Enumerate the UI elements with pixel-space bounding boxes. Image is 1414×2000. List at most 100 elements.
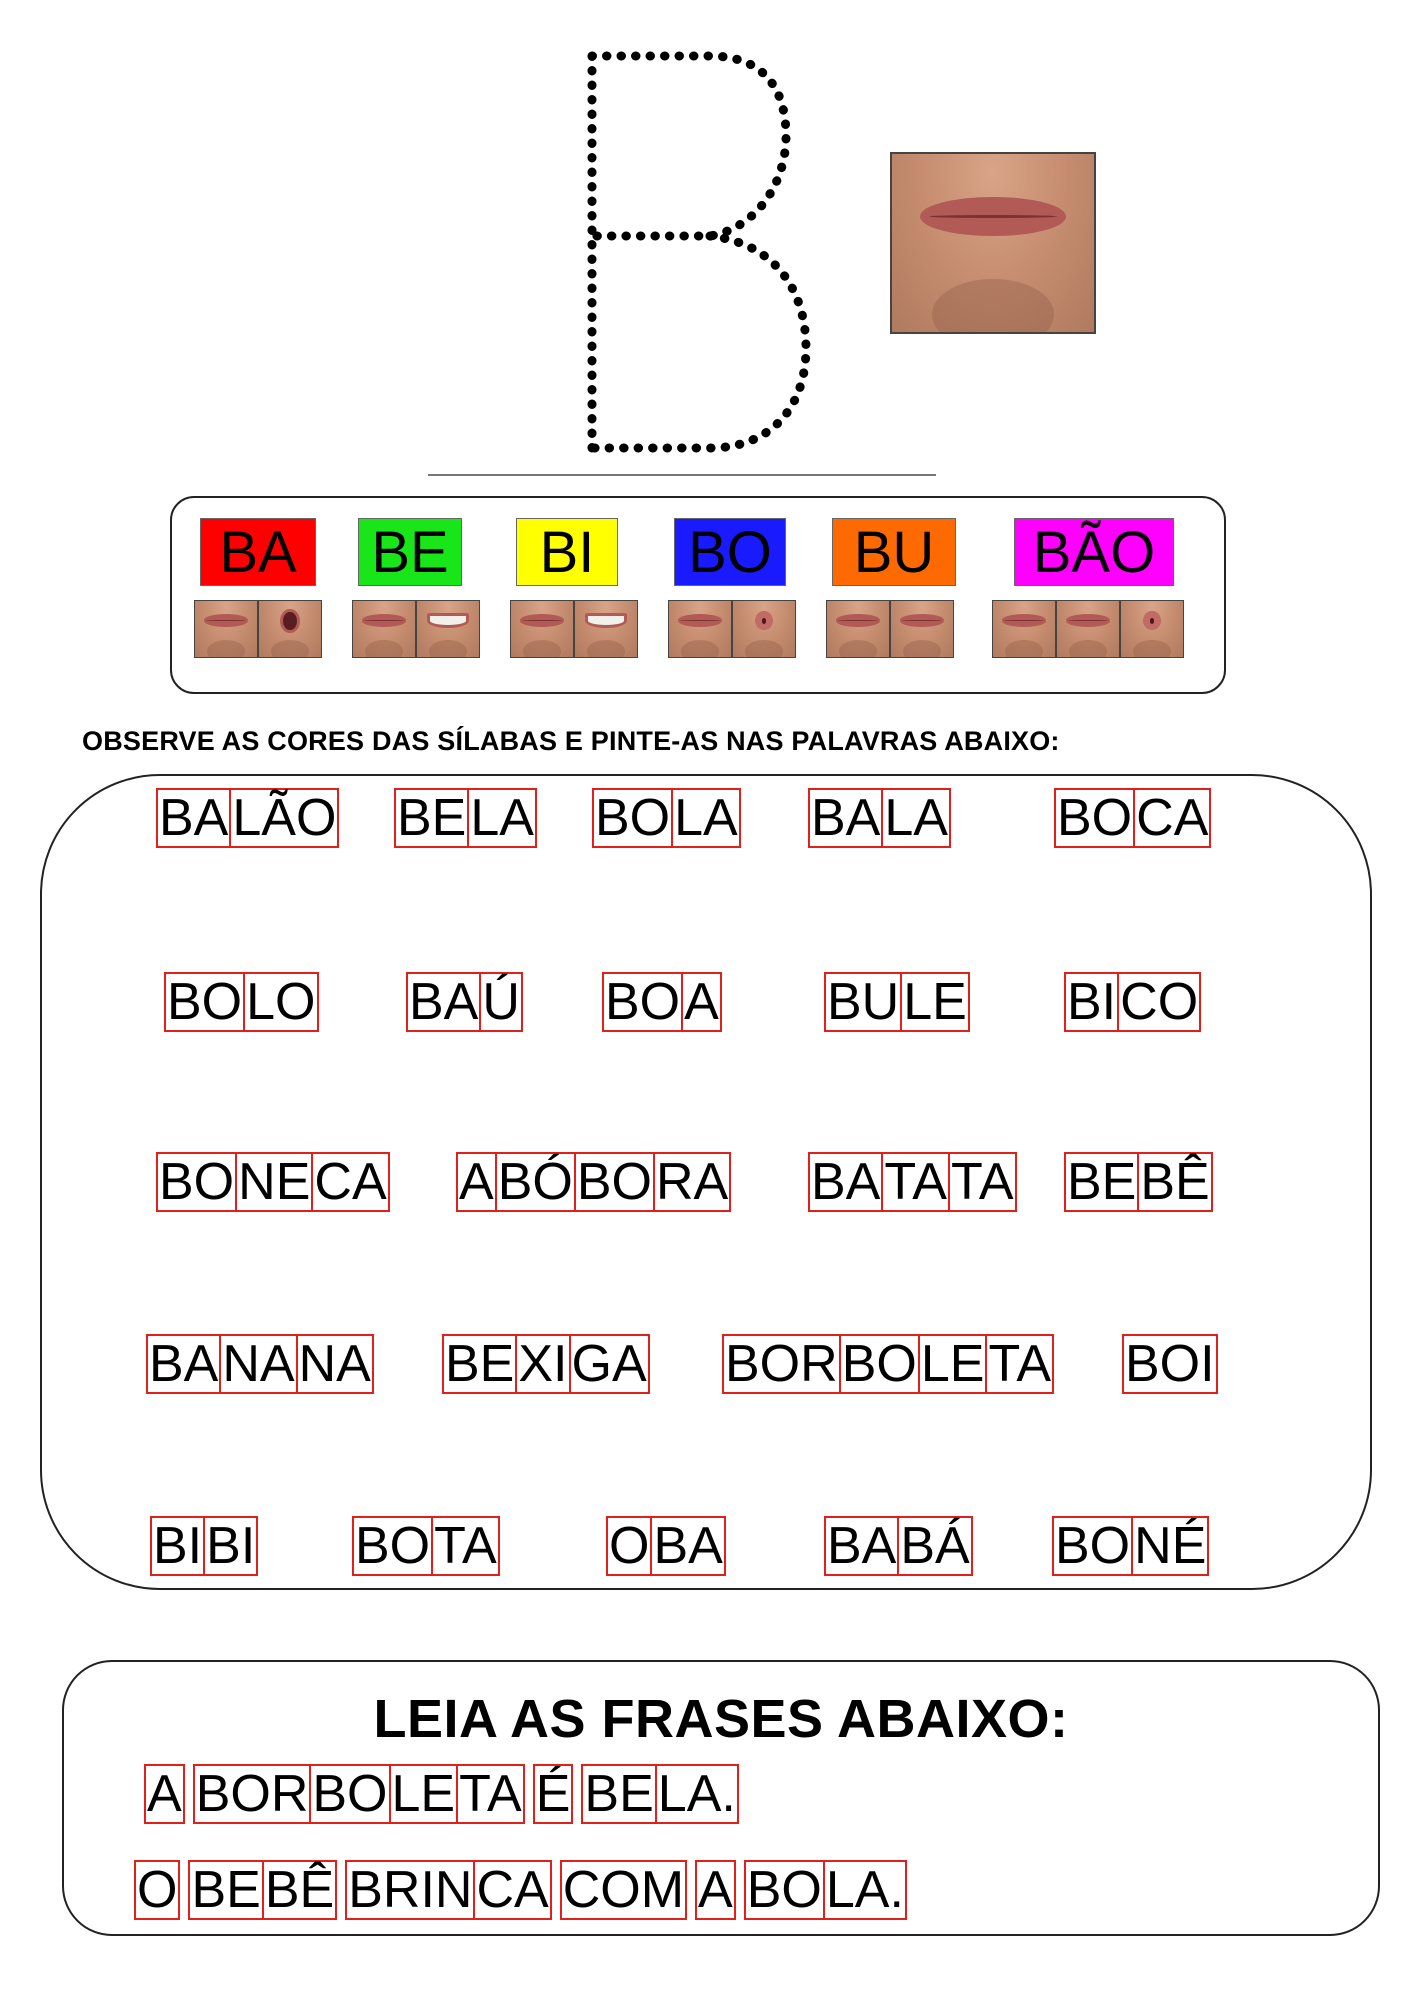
syllable-segment[interactable]: BÓ [494,1152,576,1212]
syllable-segment[interactable]: CA [473,1860,552,1920]
syllable-segment[interactable]: BÊ [1137,1152,1213,1212]
syllable-segment[interactable]: BO [602,972,684,1032]
syllable-segment[interactable]: BE [394,788,470,848]
syllable-segment[interactable]: BÁ [897,1516,973,1576]
syllable-segment[interactable]: BO [1052,1516,1134,1576]
syllable-segment[interactable]: BI [150,1516,206,1576]
syllable-segment[interactable]: LA. [822,1860,907,1920]
syllable-segment[interactable]: XI [515,1334,571,1394]
mouth-photo [668,600,732,658]
syllable-segment[interactable]: TA [985,1334,1055,1394]
syllable-card: BÃO [992,518,1184,658]
syllable-segment[interactable]: NÉ [1131,1516,1210,1576]
syllable-segment[interactable]: LA [671,788,741,848]
syllable-segment[interactable]: É [532,1764,574,1824]
syllable-segment[interactable]: A [456,1152,497,1212]
syllable-segment[interactable]: BOR [192,1764,312,1824]
syllable-segment[interactable]: CA [1133,788,1212,848]
syllable-segment[interactable]: CA [311,1152,390,1212]
mouth-photo [1056,600,1120,658]
syllable-segment[interactable]: BU [824,972,903,1032]
syllable-segment[interactable]: O [606,1516,653,1576]
syllable-segment[interactable]: NE [235,1152,314,1212]
syllable-segment[interactable]: BE [188,1860,264,1920]
syllable-segment[interactable]: LA. [654,1764,739,1824]
syllable-segment[interactable]: BO [573,1152,655,1212]
syllable-segment[interactable]: LE [917,1334,988,1394]
syllable-segment[interactable]: LE [388,1764,459,1824]
syllable-segment[interactable]: BO [156,1152,238,1212]
syllable-segment[interactable]: BÊ [261,1860,338,1920]
syllable-segment[interactable]: BA [808,1152,884,1212]
syllable-segment[interactable]: BA [156,788,232,848]
syllable-segment[interactable]: BO [838,1334,920,1394]
word: COM [559,1860,688,1920]
instruction-text: OBSERVE AS CORES DAS SÍLABAS E PINTE-AS … [82,726,1060,756]
syllable-segment[interactable]: BO [352,1516,434,1576]
syllable-segment[interactable]: BO [164,972,246,1032]
syllable-segment[interactable]: LA [467,788,537,848]
syllable-segment[interactable]: BO [309,1764,391,1824]
syllable-segment[interactable]: LO [243,972,319,1032]
syllable-segment[interactable]: BRIN [345,1860,476,1920]
mouth-photo [890,600,954,658]
writing-baseline [428,474,936,476]
syllable-segment[interactable]: BA [824,1516,900,1576]
syllable-segment[interactable]: BA [650,1516,726,1576]
syllable-segment[interactable]: BOR [722,1334,841,1394]
syllable-segment[interactable]: A [695,1860,736,1920]
syllable-segment[interactable]: BA [808,788,884,848]
syllable-segment[interactable]: BO [1054,788,1136,848]
syllable-segment[interactable]: LE [900,972,970,1032]
syllable-segment[interactable]: LA [881,788,951,848]
syllable-segment[interactable]: O [134,1860,181,1920]
syllable-segment[interactable]: BA [406,972,482,1032]
syllable-segment[interactable]: BA [146,1334,222,1394]
syllable-segment[interactable]: TA [431,1516,500,1576]
syllable-segment[interactable]: NA [219,1334,298,1394]
syllable-label: BO [674,518,786,586]
word: A [144,1764,185,1824]
syllable-segment[interactable]: NA [295,1334,374,1394]
syllable-segment[interactable]: A [144,1764,185,1824]
syllable-segment[interactable]: COM [559,1860,688,1920]
syllable-segment[interactable]: A [681,972,722,1032]
syllable-segment[interactable]: TA [456,1764,525,1824]
syllable-segment[interactable]: GA [568,1334,650,1394]
syllable-segment[interactable]: LÃO [229,788,340,848]
syllable-card: BO [668,518,796,658]
syllable-segment[interactable]: RA [652,1152,732,1212]
syllable-segment[interactable]: BO [743,1860,825,1920]
mouth-photo [732,600,796,658]
syllable-segment[interactable]: BE [442,1334,518,1394]
syllable-segment[interactable]: BE [581,1764,657,1824]
syllable-segment[interactable]: BOI [1122,1334,1218,1394]
syllable-segment[interactable]: BI [203,1516,259,1576]
syllable-segment[interactable]: CO [1117,972,1202,1032]
syllable-card: BU [826,518,956,658]
syllable-segment[interactable]: TA [947,1152,1017,1212]
mouth-photo [574,600,638,658]
syllable-segment[interactable]: BI [1064,972,1120,1032]
syllable-segment[interactable]: BE [1064,1152,1140,1212]
mouth-photo [194,600,258,658]
syllable-segment[interactable]: TA [881,1152,950,1212]
syllable-segment[interactable]: Ú [479,972,523,1032]
syllable-segment[interactable]: BO [592,788,674,848]
